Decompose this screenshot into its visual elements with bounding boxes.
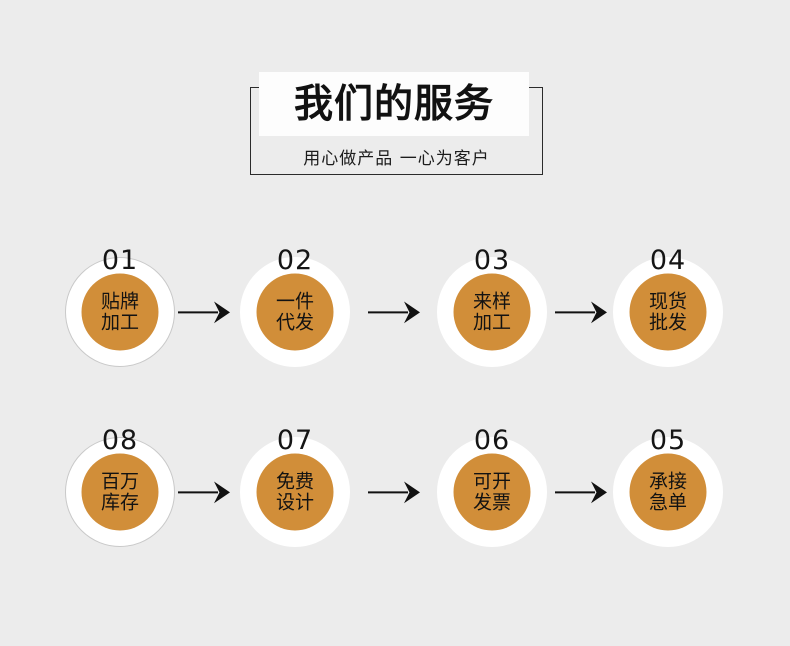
step-circle-inner: 来样 加工 bbox=[453, 273, 531, 351]
step-circle-inner: 承接 急单 bbox=[629, 453, 707, 531]
step-label-line-2: 库存 bbox=[100, 491, 139, 513]
step-circle-outer: 承接 急单 bbox=[613, 437, 723, 547]
step-number: 08 bbox=[101, 425, 139, 456]
steps-row-1: 贴牌 加工 01 一件 代发 02 bbox=[0, 227, 790, 397]
page-title: 我们的服务 bbox=[293, 81, 494, 127]
arrow-right-icon bbox=[555, 297, 607, 327]
step-number: 03 bbox=[473, 245, 511, 276]
step-number: 06 bbox=[473, 425, 511, 456]
step-item[interactable]: 可开 发票 06 bbox=[432, 407, 552, 577]
step-label-line-2: 批发 bbox=[648, 311, 687, 333]
header-title-banner: 我们的服务 bbox=[259, 72, 529, 136]
step-label-line-2: 加工 bbox=[100, 311, 139, 333]
step-circle-inner: 贴牌 加工 bbox=[81, 273, 159, 351]
step-item[interactable]: 百万 库存 08 bbox=[60, 407, 180, 577]
step-label-line-1: 免费 bbox=[275, 470, 314, 492]
step-label-line-2: 发票 bbox=[472, 491, 511, 513]
arrow-right-icon bbox=[368, 297, 420, 327]
step-item[interactable]: 承接 急单 05 bbox=[608, 407, 728, 577]
step-circle-outer: 百万 库存 bbox=[65, 437, 175, 547]
step-number: 07 bbox=[276, 425, 314, 456]
step-circle-outer: 贴牌 加工 bbox=[65, 257, 175, 367]
step-circle-inner: 一件 代发 bbox=[256, 273, 334, 351]
step-item[interactable]: 来样 加工 03 bbox=[432, 227, 552, 397]
step-label-line-1: 贴牌 bbox=[100, 290, 139, 312]
step-item[interactable]: 贴牌 加工 01 bbox=[60, 227, 180, 397]
step-circle-outer: 免费 设计 bbox=[240, 437, 350, 547]
step-label-line-2: 急单 bbox=[648, 491, 687, 513]
step-label-line-1: 一件 bbox=[275, 290, 314, 312]
step-circle-inner: 百万 库存 bbox=[81, 453, 159, 531]
step-number: 05 bbox=[649, 425, 687, 456]
step-circle-inner: 可开 发票 bbox=[453, 453, 531, 531]
step-number: 04 bbox=[649, 245, 687, 276]
step-label-line-1: 承接 bbox=[648, 470, 687, 492]
step-item[interactable]: 免费 设计 07 bbox=[235, 407, 355, 577]
arrow-right-icon bbox=[368, 477, 420, 507]
step-circle-inner: 免费 设计 bbox=[256, 453, 334, 531]
step-circle-outer: 现货 批发 bbox=[613, 257, 723, 367]
step-circle-outer: 一件 代发 bbox=[240, 257, 350, 367]
step-circle-outer: 来样 加工 bbox=[437, 257, 547, 367]
step-label-line-1: 百万 bbox=[100, 470, 139, 492]
arrow-right-icon bbox=[555, 477, 607, 507]
step-label-line-2: 代发 bbox=[275, 311, 314, 333]
step-number: 01 bbox=[101, 245, 139, 276]
page-subtitle: 用心做产品 一心为客户 bbox=[303, 149, 490, 169]
step-circle-outer: 可开 发票 bbox=[437, 437, 547, 547]
step-label-line-2: 设计 bbox=[275, 491, 314, 513]
step-item[interactable]: 一件 代发 02 bbox=[235, 227, 355, 397]
step-label-line-1: 现货 bbox=[648, 290, 687, 312]
step-circle-inner: 现货 批发 bbox=[629, 273, 707, 351]
step-label-line-1: 可开 bbox=[472, 470, 511, 492]
step-item[interactable]: 现货 批发 04 bbox=[608, 227, 728, 397]
arrow-right-icon bbox=[178, 297, 230, 327]
header: 我们的服务 用心做产品 一心为客户 bbox=[0, 0, 790, 200]
step-label-line-1: 来样 bbox=[472, 290, 511, 312]
step-label-line-2: 加工 bbox=[472, 311, 511, 333]
step-number: 02 bbox=[276, 245, 314, 276]
steps-row-2: 百万 库存 08 免费 设计 07 bbox=[0, 407, 790, 577]
arrow-right-icon bbox=[178, 477, 230, 507]
